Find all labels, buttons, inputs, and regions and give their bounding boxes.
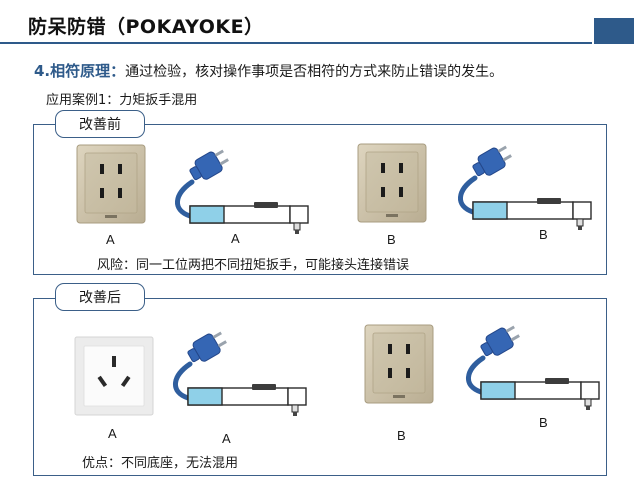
principle-text: 通过检验，核对操作事项是否相符的方式来防止错误的发生。 [125,64,504,80]
before-label-wrench-a: A [231,231,240,246]
after-label-wrench-b: B [539,415,548,430]
after-label-socket-b: B [397,428,406,443]
wrench-a-before [170,146,315,236]
page-title: 防呆防错（POKAYOKE） [28,16,264,38]
wrench-b-before [453,142,598,232]
after-benefit-note: 优点：不同底座，无法混用 [82,456,239,471]
before-label-socket-a: A [106,232,115,247]
before-label-wrench-b: B [539,227,548,242]
title-accent-block [594,18,634,44]
socket-a-before [76,144,146,224]
case-title: 应用案例1：力矩扳手混用 [46,93,198,108]
after-label-wrench-a: A [222,431,231,446]
socket-b-before [357,143,427,223]
after-label-socket-a: A [108,426,117,441]
socket-a-after [74,336,154,416]
principle-heading: 4.相符原理： [34,62,126,80]
before-label-socket-b: B [387,232,396,247]
socket-b-after [364,324,434,404]
principle-line: 4.相符原理：通过检验，核对操作事项是否相符的方式来防止错误的发生。 [34,60,503,81]
wrench-b-after [461,322,606,412]
title-underline [0,42,592,44]
before-tag: 改善前 [55,110,145,138]
after-tag: 改善后 [55,283,145,311]
before-risk-note: 风险：同一工位两把不同扭矩扳手，可能接头连接错误 [97,258,410,273]
wrench-a-after [168,328,313,418]
